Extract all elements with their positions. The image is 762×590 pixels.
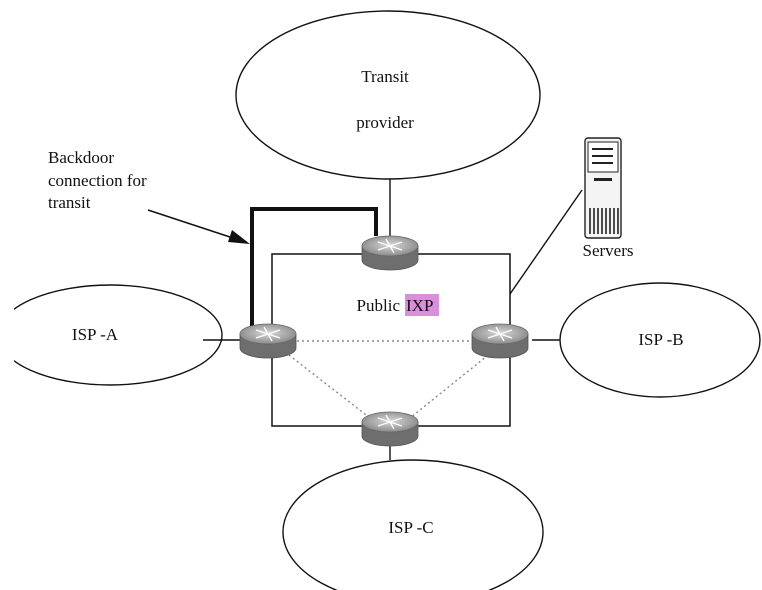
annotation-line3: transit xyxy=(48,193,91,212)
mesh-link-b-c xyxy=(409,351,493,419)
ixp-label-prefix: Public xyxy=(357,296,401,315)
servers-link xyxy=(509,189,583,295)
annotation-arrow xyxy=(147,209,237,240)
annotation-line2: connection for xyxy=(48,171,147,190)
servers-label: Servers xyxy=(583,241,634,260)
annotation-line1: Backdoor xyxy=(48,148,114,167)
router-transit-icon xyxy=(361,235,419,271)
server-icon xyxy=(584,137,622,239)
isp-a-label: ISP -A xyxy=(72,325,119,344)
router-isp-c-icon xyxy=(361,411,419,447)
mesh-link-a-c xyxy=(284,351,371,419)
transit-label-line1: Transit xyxy=(361,67,409,86)
router-isp-a-icon xyxy=(239,323,297,359)
isp-b-label: ISP -B xyxy=(638,330,683,349)
isp-a-cloud xyxy=(0,284,223,386)
transit-label-line2: provider xyxy=(356,113,414,132)
arrow-head xyxy=(228,230,250,244)
isp-c-cloud xyxy=(282,459,544,590)
isp-c-label: ISP -C xyxy=(388,518,433,537)
router-isp-b-icon xyxy=(471,323,529,359)
transit-provider-cloud xyxy=(235,10,541,180)
ixp-label-highlight: IXP xyxy=(406,296,433,315)
ixp-highlight xyxy=(405,294,439,316)
backdoor-link xyxy=(250,207,378,326)
